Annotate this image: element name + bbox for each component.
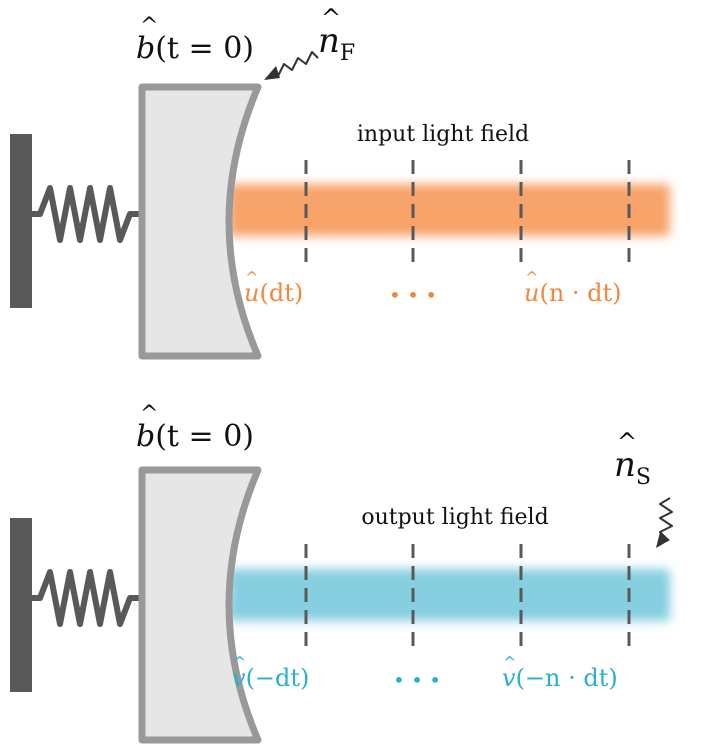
slice-label-last: u(n · dt): [524, 279, 622, 307]
input-beam: [228, 184, 670, 236]
hat-accent: ^: [245, 268, 258, 287]
time-slice-dividers: [304, 160, 631, 262]
mechanical-mode-label: b(t = 0): [136, 419, 254, 454]
movable-mirror: [138, 466, 262, 744]
movable-mirror: [138, 83, 262, 360]
mechanical-mode-label: b(t = 0): [136, 31, 254, 66]
noise-arrow: [656, 497, 673, 548]
noise-arrow: [264, 51, 319, 80]
spring: [29, 569, 145, 627]
field-label: output light field: [361, 505, 548, 530]
slice-label-first: v(−dt): [232, 664, 309, 692]
input-panel: b(t = 0) ^ nF ^ input light field u(dt) …: [10, 4, 670, 360]
hat-accent: ^: [140, 402, 158, 427]
spring: [29, 185, 145, 243]
noise-label: nF: [318, 21, 355, 66]
hat-accent: ^: [321, 4, 341, 32]
output-beam: [228, 569, 670, 621]
hat-accent: ^: [503, 653, 516, 672]
hat-accent: ^: [233, 653, 246, 672]
hat-accent: ^: [525, 268, 538, 287]
time-slice-dividers: [304, 544, 631, 646]
slice-label-first: u(dt): [244, 279, 303, 307]
noise-label: nS: [614, 445, 651, 490]
slice-label-last: v(−n · dt): [502, 664, 618, 692]
hat-accent: ^: [140, 14, 158, 39]
ellipsis: • • •: [389, 283, 437, 307]
fixed-wall: [10, 518, 32, 692]
hat-accent: ^: [617, 428, 637, 456]
field-label: input light field: [357, 122, 529, 147]
output-panel: b(t = 0) ^ nS ^ output light field v(−dt…: [10, 402, 673, 744]
fixed-wall: [10, 134, 32, 308]
ellipsis: • • •: [393, 668, 441, 692]
